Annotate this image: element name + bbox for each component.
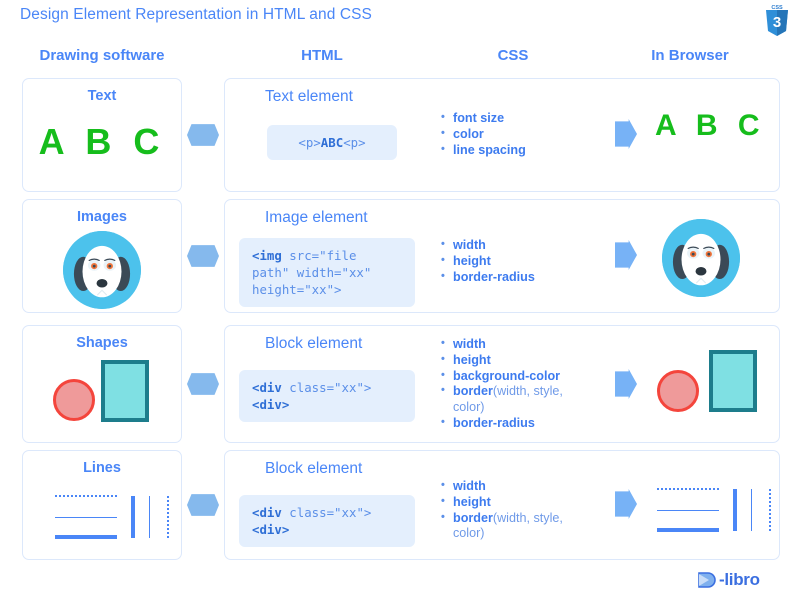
- page-title: Design Element Representation in HTML an…: [20, 6, 372, 23]
- thin-vertical-line: [149, 496, 150, 538]
- panel-title-text: Text: [87, 88, 117, 104]
- bidirectional-arrow-icon: [187, 124, 219, 146]
- thin-horizontal-line: [657, 510, 719, 511]
- thick-vertical-line: [733, 489, 737, 531]
- html-css-panel-lines: Block element <div class="xx"> <div> wid…: [224, 450, 780, 560]
- list-item: height: [441, 494, 571, 511]
- circle-shape-icon: [657, 370, 699, 412]
- dotted-horizontal-line: [657, 488, 719, 490]
- list-item: border(width, style, color): [441, 383, 571, 416]
- svg-text:CSS: CSS: [771, 5, 783, 11]
- list-item: width: [441, 478, 571, 495]
- drawing-panel-lines: Lines: [22, 450, 182, 560]
- thin-horizontal-line: [55, 517, 117, 518]
- row-lines: Lines Block element <div class="xx"> <di…: [0, 450, 800, 560]
- drawing-panel-shapes: Shapes: [22, 325, 182, 443]
- list-item: border(width, style, color): [441, 510, 571, 543]
- row-shapes: Shapes Block element <div class="xx"> <d…: [0, 325, 800, 443]
- line-styles-art: [657, 484, 777, 534]
- dog-avatar-icon: [63, 231, 141, 309]
- rectangle-shape-icon: [709, 350, 757, 412]
- html-css-panel-shapes: Block element <div class="xx"> <div> wid…: [224, 325, 780, 443]
- circle-shape-icon: [53, 379, 95, 421]
- list-item: width: [441, 336, 571, 353]
- svg-text:3: 3: [773, 14, 781, 31]
- bidirectional-arrow-icon: [187, 373, 219, 395]
- bidirectional-arrow-icon: [187, 245, 219, 267]
- css-properties-text: font size color line spacing: [441, 110, 526, 159]
- list-item: border-radius: [441, 415, 571, 432]
- code-chip-image: <img src="file path" width="xx" height="…: [239, 238, 415, 307]
- column-heading-drawing: Drawing software: [39, 47, 165, 64]
- list-item: color: [441, 126, 526, 143]
- panel-title-image-element: Image element: [265, 209, 368, 226]
- drawing-panel-images: Images: [22, 199, 182, 313]
- dotted-vertical-line: [769, 489, 771, 531]
- thick-horizontal-line: [657, 528, 719, 532]
- thick-horizontal-line: [55, 535, 117, 539]
- d-libro-logo-icon: [698, 572, 716, 588]
- rectangle-shape-icon: [101, 360, 149, 422]
- css-properties-shapes: width height background-color border(wid…: [441, 336, 571, 432]
- dotted-horizontal-line: [55, 495, 117, 497]
- list-item: height: [441, 352, 571, 369]
- code-chip-lines: <div class="xx"> <div>: [239, 495, 415, 547]
- column-headings: Drawing software HTML CSS In Browser: [0, 47, 800, 73]
- list-item: line spacing: [441, 142, 526, 159]
- code-chip-shapes: <div class="xx"> <div>: [239, 370, 415, 422]
- row-images: Images Image element <img src=: [0, 199, 800, 313]
- list-item: border-radius: [441, 269, 535, 286]
- column-heading-html: HTML: [301, 47, 343, 64]
- panel-title-block-element: Block element: [265, 460, 363, 477]
- list-item: background-color: [441, 368, 571, 385]
- css-properties-lines: width height border(width, style, color): [441, 478, 571, 543]
- thin-vertical-line: [751, 489, 752, 531]
- row-text: Text A B C Text element <p>ABC<p> font s…: [0, 78, 800, 192]
- css3-shield-icon: CSS 3: [766, 5, 788, 36]
- html-css-panel-images: Image element <img src="file path" width…: [224, 199, 780, 313]
- browser-sample-abc: A B C: [655, 109, 766, 142]
- drawing-panel-text: Text A B C: [22, 78, 182, 192]
- thick-vertical-line: [131, 496, 135, 538]
- panel-title-shapes: Shapes: [76, 335, 128, 351]
- list-item: height: [441, 253, 535, 270]
- column-heading-css: CSS: [497, 47, 529, 64]
- list-item: width: [441, 237, 535, 254]
- right-arrow-icon: [615, 369, 637, 399]
- list-item: font size: [441, 110, 526, 127]
- column-heading-browser: In Browser: [651, 47, 729, 64]
- line-styles-art: [55, 491, 175, 541]
- bidirectional-arrow-icon: [187, 494, 219, 516]
- code-chip-text: <p>ABC<p>: [267, 125, 397, 160]
- footer-brand-logo: -libro: [696, 570, 760, 590]
- right-arrow-icon: [615, 119, 637, 149]
- right-arrow-icon: [615, 489, 637, 519]
- panel-title-images: Images: [77, 209, 127, 225]
- right-arrow-icon: [615, 240, 637, 270]
- css-properties-images: width height border-radius: [441, 237, 535, 286]
- text-sample-abc: A B C: [38, 121, 166, 162]
- panel-title-text-element: Text element: [265, 88, 353, 105]
- dotted-vertical-line: [167, 496, 169, 538]
- dog-avatar-icon: [662, 219, 740, 297]
- brand-wordmark: -libro: [719, 570, 760, 589]
- panel-title-block-element: Block element: [265, 335, 363, 352]
- panel-title-lines: Lines: [83, 460, 121, 476]
- html-css-panel-text: Text element <p>ABC<p> font size color l…: [224, 78, 780, 192]
